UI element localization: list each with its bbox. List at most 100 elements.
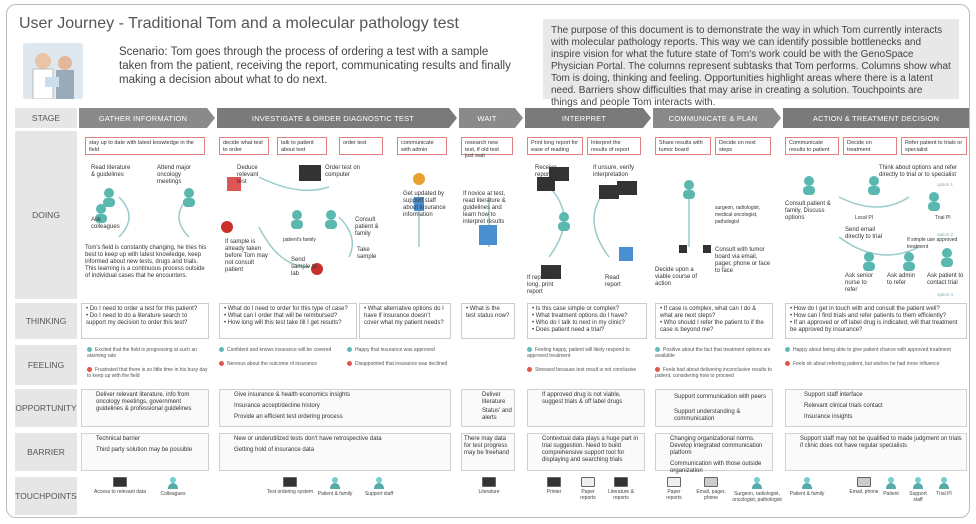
touchpoint-label: Printer <box>546 489 562 495</box>
touchpoint: Paper reports <box>573 477 603 515</box>
barrier-item: Getting hold of insurance data <box>234 447 315 453</box>
feeling-text: Stressed because test result is not conc… <box>535 367 637 373</box>
doing-illustrations <box>95 165 953 279</box>
touchpoint: Patient & family <box>787 477 827 515</box>
person-icon <box>802 477 812 489</box>
barrier-item: Technical barrier <box>96 436 141 442</box>
feeling-interpret: Feeling happy, patient will likely respo… <box>527 345 645 385</box>
purpose-box: The purpose of this document is to demon… <box>543 19 959 108</box>
stage-arrow <box>643 108 651 128</box>
task-box: communicate with admin <box>397 137 447 155</box>
opportunity-item: Status' and alerts <box>482 408 512 421</box>
touchpoint: Literature & reports <box>603 477 639 515</box>
doing-patients-family: patient's family <box>283 237 316 243</box>
doing-option-3: option 3 <box>937 292 954 297</box>
journey-map: User Journey - Traditional Tom and a mol… <box>6 4 970 518</box>
task-box: decide what test to order <box>219 137 269 155</box>
monitor-icon <box>482 477 496 487</box>
feeling-insurance: Happy that insurance was approved Disapp… <box>347 345 451 385</box>
touchpoint-label: Paper reports <box>666 489 682 501</box>
opportunity-action: Support staff interface Relevant clinica… <box>785 389 967 427</box>
doing-tumor-board-members: surgeon, radiologist, medical oncologist… <box>715 205 761 225</box>
task-box: order test <box>339 137 383 155</box>
doing-novice-note: If novice at test, read literature & gui… <box>463 191 506 225</box>
sad-dot <box>219 361 224 367</box>
stage-action-treatment: ACTION & TREATMENT DECISION <box>783 108 969 128</box>
touchpoint: Email, phone <box>849 477 879 515</box>
stage-arrow <box>449 108 457 128</box>
row-label-barrier: BARRIER <box>15 433 77 471</box>
task-box: Interpret the results of report <box>587 137 641 155</box>
person-icon <box>752 477 762 489</box>
touchpoint-label: Surgeon, radiologist, oncologist, pathol… <box>732 491 782 503</box>
touchpoint-label: Patient <box>883 491 899 497</box>
opportunity-investigate: Give insurance & health economics insigh… <box>219 389 451 427</box>
task-box: stay up to date with latest knowledge in… <box>85 137 205 155</box>
doing-consult-tumor-board: Consult with tumor board via email, page… <box>715 247 771 274</box>
touchpoint: Patient & family <box>313 477 357 515</box>
doing-support-staff-update: Get updated by support staff about insur… <box>403 191 446 218</box>
paper-icon <box>581 477 595 487</box>
doing-verify-interpretation: If unsure, verify interpretation <box>593 165 635 178</box>
barrier-investigate: New or underutilized tests don't have re… <box>219 433 451 471</box>
row-label-touchpoints: TOUCHPOINTS <box>15 477 77 515</box>
printer-icon <box>547 477 561 487</box>
stage-interpret: INTERPRET <box>525 108 643 128</box>
thinking-communicate: • If case is complex, what can I do & wh… <box>655 303 773 339</box>
doing-deduce-test: Deduce relevant test <box>237 165 259 185</box>
barrier-communicate: Changing organizational norms. Develop i… <box>655 433 773 474</box>
touchpoint-label: Support staff <box>364 491 394 497</box>
person-icon <box>168 477 178 489</box>
happy-dot <box>219 347 224 353</box>
thinking-investigate: • What do I need to order for this type … <box>219 303 357 339</box>
touchpoint: Support staff <box>905 477 931 515</box>
touchpoint: Surgeon, radiologist, oncologist, pathol… <box>729 477 785 515</box>
monitor-icon <box>283 477 297 487</box>
opportunity-item: Give insurance & health economics insigh… <box>234 392 351 398</box>
doing-send-email-trial: Send email directly to trial <box>845 227 883 240</box>
touchpoint-label: Patient & family <box>789 491 825 497</box>
touchpoint-label: Literature <box>478 489 500 495</box>
touchpoint: Access to relevant data <box>85 477 155 515</box>
doing-ask-patient: Ask patient to contact trial <box>927 273 964 286</box>
touchpoint-label: Access to relevant data <box>94 489 146 495</box>
doing-take-sample: Take sample <box>357 247 377 260</box>
touchpoint-label: Email, phone <box>849 489 879 495</box>
happy-dot <box>347 347 352 353</box>
task-box: research new test, if old test just wait <box>461 137 513 159</box>
barrier-item: New or underutilized tests don't have re… <box>234 436 382 442</box>
feeling-text: Happy that insurance was approved <box>355 347 435 353</box>
barrier-item: Develop integrated communication platfor… <box>670 443 763 456</box>
stage-communicate-plan: COMMUNICATE & PLAN <box>653 108 773 128</box>
feeling-text: Frustrated that there is so little time … <box>87 367 208 379</box>
person-icon <box>374 477 384 489</box>
doing-sample-note: If sample is already taken before Tom ma… <box>225 239 268 273</box>
person-icon <box>913 477 923 489</box>
feeling-text: Nervous about the outcome of insurance <box>227 361 318 367</box>
doing-attend-meetings: Attend major oncology meetings <box>157 165 192 185</box>
row-label-feeling: FEELING <box>15 345 77 385</box>
feeling-text: Feeling happy, patient will likely respo… <box>527 347 630 359</box>
feeling-text: Positive about the fact that treatment o… <box>655 347 771 359</box>
doing-consult-patient: Consult patient & family <box>355 217 379 237</box>
touchpoint-label: Patient & family <box>317 491 353 497</box>
person-icon <box>939 477 949 489</box>
opportunity-wait: Deliver literature Status' and alerts <box>461 389 515 427</box>
touchpoint-label: Test ordering system <box>266 489 314 495</box>
doing-refer-options: Think about options and refer directly t… <box>879 165 958 178</box>
thinking-action: • How do I get in touch with and consult… <box>785 303 967 339</box>
stage-arrow <box>773 108 781 128</box>
touchpoint: Paper reports <box>659 477 689 515</box>
opportunity-item: Insurance insights <box>804 414 853 420</box>
stage-gather-information: GATHER INFORMATION <box>79 108 207 128</box>
touchpoint: Literature <box>471 477 507 515</box>
pager-icon <box>704 477 718 487</box>
doing-send-sample: Send sample to lab <box>291 257 318 277</box>
touchpoint: Trial PI <box>931 477 957 515</box>
persona-photo <box>23 43 83 99</box>
sad-dot <box>785 361 790 367</box>
barrier-gather: Technical barrier Third party solution m… <box>81 433 209 471</box>
happy-dot <box>785 347 790 353</box>
doing-print-report: If report is long, print report <box>527 275 554 295</box>
barrier-interpret: Contextual data plays a huge part in tri… <box>527 433 645 471</box>
